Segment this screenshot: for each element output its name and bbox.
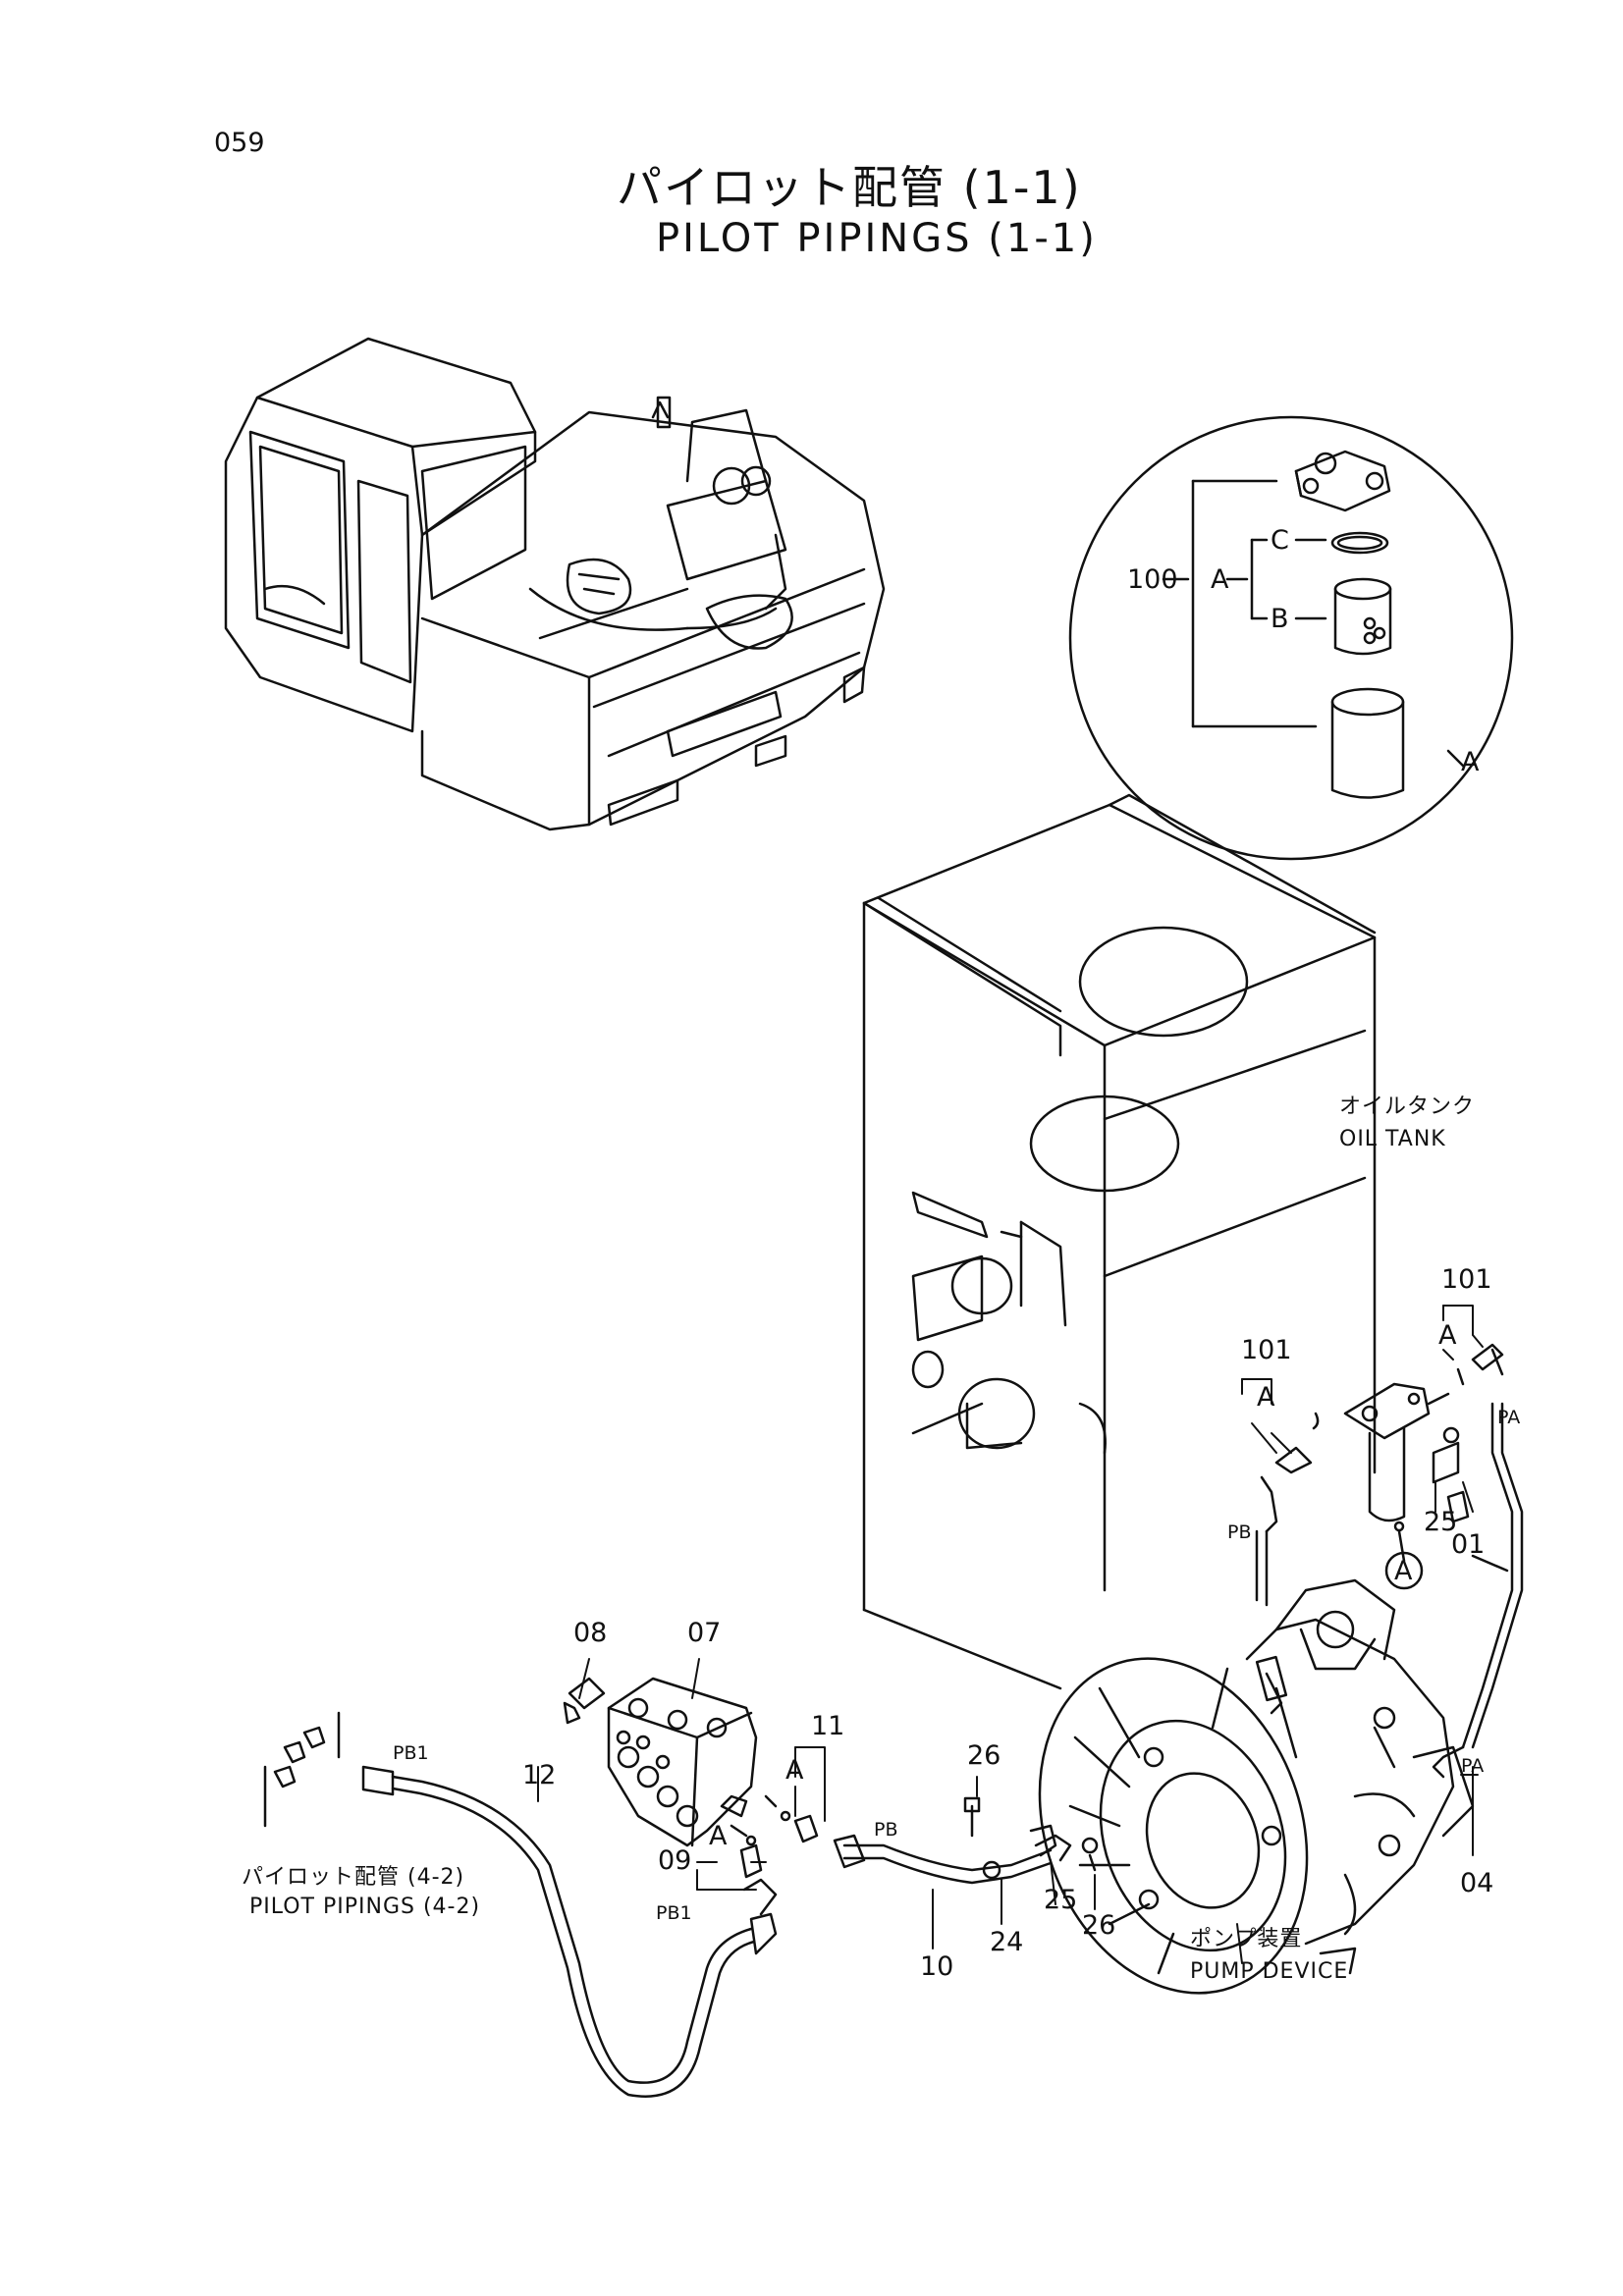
callout-pb1-left: PB1 [393, 1742, 429, 1764]
callout-07: 07 [687, 1618, 722, 1648]
callout-11: 11 [811, 1711, 845, 1741]
callout-pa-top: PA [1497, 1407, 1521, 1428]
page-title-english: PILOT PIPINGS (1-1) [656, 216, 1098, 261]
callout-26-top: 26 [967, 1740, 1001, 1771]
hoses [263, 1701, 1099, 2098]
callout-24: 24 [990, 1927, 1024, 1957]
callout-a-right: A [1438, 1320, 1457, 1351]
callout-pa-bottom: PA [1461, 1755, 1485, 1777]
callout-pb-lower: PB [874, 1819, 898, 1841]
pilot-ref-label-ja: パイロット配管 (4-2) [242, 1865, 465, 1890]
callout-101-left: 101 [1241, 1335, 1292, 1365]
callout-a-11: A [785, 1755, 804, 1786]
detail-label-a: A [1211, 564, 1229, 595]
pilot-valve [568, 1677, 778, 1847]
oil-tank [862, 793, 1377, 1690]
callout-08: 08 [573, 1618, 608, 1648]
callout-pb-top: PB [1227, 1522, 1252, 1543]
detail-label-c: C [1271, 525, 1289, 556]
excavator-overview [224, 337, 886, 831]
detail-circle-id: A [1461, 747, 1480, 777]
callout-101-right: 101 [1441, 1264, 1492, 1295]
detail-label-b: B [1271, 604, 1289, 634]
callout-01: 01 [1451, 1529, 1486, 1560]
pump-device [1038, 1578, 1475, 1995]
pilot-ref-label-en: PILOT PIPINGS (4-2) [249, 1895, 481, 1919]
detail-label-100: 100 [1127, 564, 1178, 595]
callout-10: 10 [920, 1951, 954, 1982]
pump-device-label-en: PUMP DEVICE [1190, 1959, 1349, 1984]
callout-a-09: A [709, 1821, 728, 1851]
page-title-japanese: パイロット配管 (1-1) [617, 161, 1082, 214]
callout-pb1-lower: PB1 [656, 1902, 692, 1924]
page-number: 059 [214, 128, 265, 158]
callout-25-top: 25 [1424, 1507, 1458, 1537]
callout-04: 04 [1460, 1868, 1494, 1898]
pilot-filter-assembly [1255, 1343, 1524, 1779]
oil-tank-label-en: OIL TANK [1339, 1127, 1446, 1151]
callout-25-bottom: 25 [1044, 1885, 1078, 1915]
callout-26-bottom: 26 [1082, 1910, 1116, 1941]
leader-lines [537, 1305, 1484, 1964]
callout-12: 12 [522, 1760, 557, 1790]
pump-device-label-ja: ポンプ装置 [1190, 1927, 1303, 1951]
callout-a-left: A [1257, 1382, 1275, 1413]
filter-detail-circle [1068, 415, 1514, 861]
callout-09: 09 [658, 1845, 692, 1876]
callout-a-circle: A [1394, 1556, 1413, 1586]
oil-tank-label-ja: オイルタンク [1339, 1095, 1476, 1119]
